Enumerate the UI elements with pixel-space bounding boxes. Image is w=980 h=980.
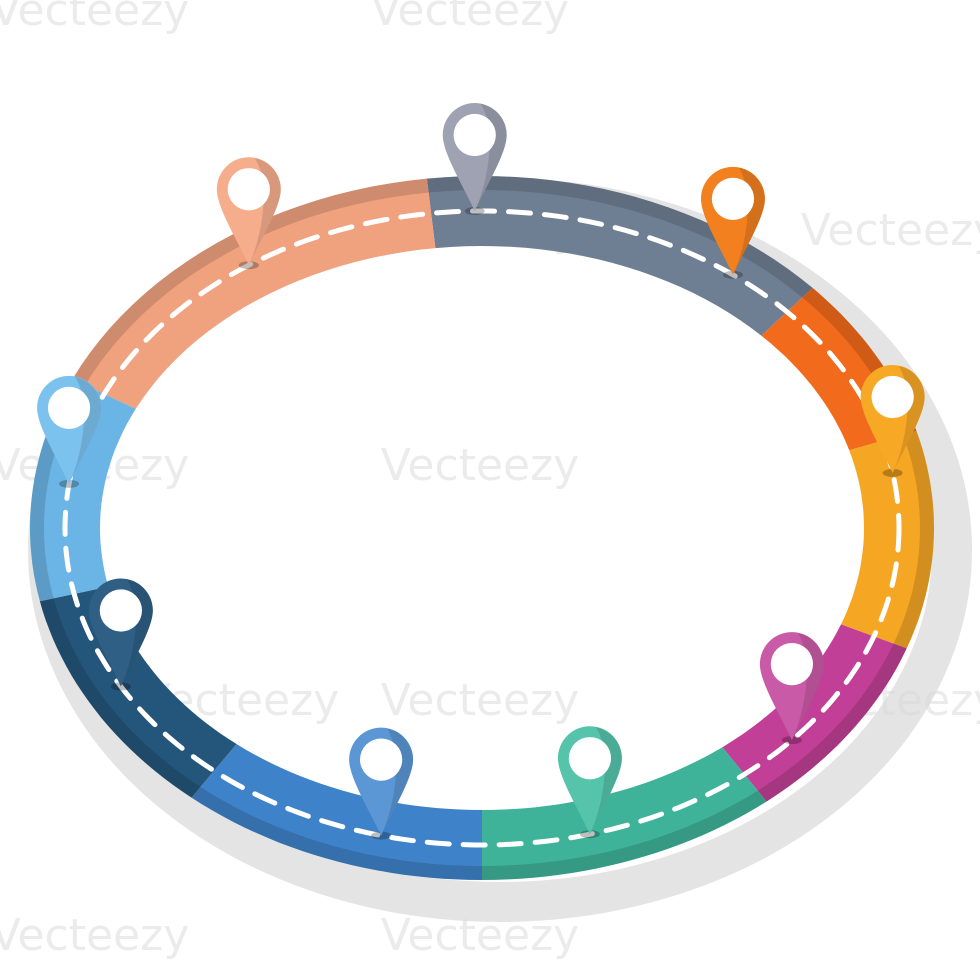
pin-gray-icon bbox=[442, 103, 507, 216]
lane-markings bbox=[62, 208, 902, 848]
pin-yellow-icon bbox=[860, 364, 925, 477]
pin-base-shadow bbox=[110, 682, 131, 691]
pin-shade bbox=[474, 104, 507, 212]
segment-teal bbox=[482, 747, 767, 880]
watermark-text: Vecteezy bbox=[801, 205, 980, 256]
pin-hole bbox=[359, 738, 403, 781]
watermark-text: Vecteezy bbox=[0, 0, 189, 36]
segment-yellow bbox=[841, 431, 934, 649]
pin-hole bbox=[568, 737, 612, 780]
segment-magenta-edge-shade bbox=[757, 643, 907, 802]
pin-shade bbox=[732, 167, 765, 275]
segment-navy-edge-shade bbox=[39, 598, 201, 798]
pin-shade bbox=[120, 579, 153, 687]
watermark-text: Vecteezy bbox=[381, 675, 579, 726]
pin-hole bbox=[711, 177, 755, 220]
segment-teal-edge-shade bbox=[482, 790, 767, 880]
pin-magenta-icon bbox=[759, 632, 824, 745]
pin-hole bbox=[871, 375, 914, 419]
watermark-text: Vecteezy bbox=[0, 910, 189, 961]
pin-shade bbox=[69, 376, 102, 484]
pin-shade bbox=[248, 158, 281, 266]
pin-hole bbox=[770, 642, 814, 686]
segment-light-blue-edge-shade bbox=[30, 379, 85, 602]
segment-yellow-edge-shade bbox=[893, 431, 934, 649]
watermark-text: Vecteezy bbox=[371, 0, 569, 36]
pin-teal-icon bbox=[557, 726, 622, 839]
center-lane-dashes bbox=[62, 208, 902, 848]
pin-peach-icon bbox=[216, 157, 281, 270]
pin-shade bbox=[381, 728, 414, 836]
location-pins bbox=[37, 103, 925, 840]
segment-gray bbox=[426, 176, 813, 336]
pin-shade bbox=[892, 365, 925, 473]
pin-shade bbox=[589, 727, 622, 835]
pin-hole bbox=[99, 589, 142, 632]
pin-shade bbox=[791, 633, 824, 741]
pin-hole bbox=[453, 113, 496, 157]
segment-blue bbox=[191, 744, 482, 880]
pin-blue-icon bbox=[349, 727, 414, 840]
pin-hole bbox=[47, 386, 91, 430]
pin-hole bbox=[227, 168, 270, 211]
segment-peach bbox=[72, 178, 436, 409]
pin-orange-icon bbox=[700, 166, 765, 279]
pin-light-blue-icon bbox=[37, 375, 102, 488]
watermark-text: Vecteezy bbox=[381, 440, 579, 491]
road-ring bbox=[30, 176, 934, 880]
segment-blue-edge-shade bbox=[191, 786, 482, 880]
pin-navy-icon bbox=[88, 578, 153, 691]
